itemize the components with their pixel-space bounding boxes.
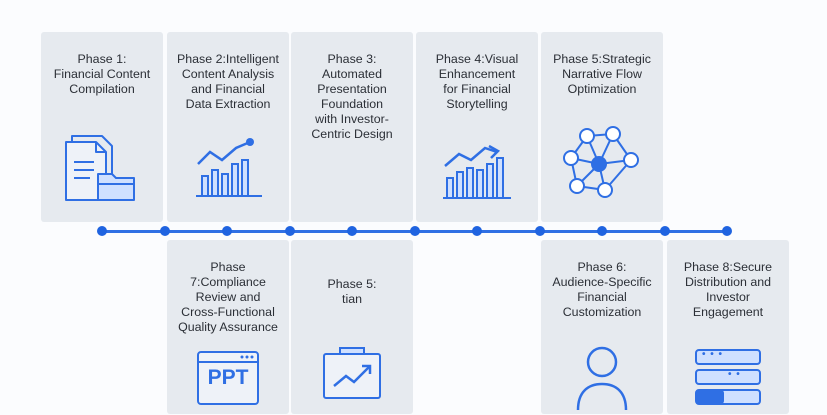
- timeline-node: [660, 226, 670, 236]
- network-nodes-icon: [557, 124, 647, 205]
- ppt-window-icon: PPT: [196, 350, 260, 411]
- server-dots: • • •: [702, 349, 724, 360]
- bar-chart-trend-icon: [188, 134, 268, 205]
- phase-card-8: Phase 8:Secure Distribution and Investor…: [667, 240, 789, 414]
- phase-label: Phase 4:Visual Enhancement for Financial…: [435, 52, 519, 111]
- timeline-node: [160, 226, 170, 236]
- presentation-board-icon: [320, 346, 384, 407]
- timeline-node: [535, 226, 545, 236]
- phase-card-2: Phase 2:Intelligent Content Analysis and…: [167, 32, 289, 222]
- user-icon: [572, 344, 632, 415]
- timeline-node: [722, 226, 732, 236]
- phase-label: Phase 3: Automated Presentation Foundati…: [311, 52, 393, 141]
- timeline-node: [97, 226, 107, 236]
- phase-card-6: Phase 6: Audience-Specific Financial Cus…: [541, 240, 663, 414]
- timeline-node: [347, 226, 357, 236]
- phase-card-5: Phase 5:Strategic Narrative Flow Optimiz…: [541, 32, 663, 222]
- ppt-text: PPT: [207, 366, 249, 389]
- document-folder-icon: [62, 130, 142, 207]
- timeline-node: [472, 226, 482, 236]
- server-dots: • •: [728, 369, 741, 380]
- timeline-node: [285, 226, 295, 236]
- timeline-node: [410, 226, 420, 236]
- phase-label: Phase 8:Secure Distribution and Investor…: [683, 260, 773, 319]
- bar-chart-growth-icon: [437, 142, 517, 207]
- timeline-node: [597, 226, 607, 236]
- phase-card-4: Phase 4:Visual Enhancement for Financial…: [416, 32, 538, 222]
- phase-label: Phase 6: Audience-Specific Financial Cus…: [552, 260, 652, 319]
- server-stack-icon: • • • • •: [694, 348, 762, 406]
- phase-card-7: Phase 7:Compliance Review and Cross-Func…: [167, 240, 289, 414]
- phase-label: Phase 5: tian: [327, 277, 377, 306]
- phase-card-1: Phase 1: Financial Content Compilation: [41, 32, 163, 222]
- phase-label: Phase 2:Intelligent Content Analysis and…: [177, 52, 279, 111]
- timeline-node: [222, 226, 232, 236]
- phase-label: Phase 1: Financial Content Compilation: [53, 52, 151, 96]
- phase-card-5b: Phase 5: tian: [291, 240, 413, 414]
- phase-label: Phase 5:Strategic Narrative Flow Optimiz…: [553, 52, 651, 96]
- phase-label: Phase 7:Compliance Review and Cross-Func…: [178, 260, 278, 334]
- phase-card-3: Phase 3: Automated Presentation Foundati…: [291, 32, 413, 222]
